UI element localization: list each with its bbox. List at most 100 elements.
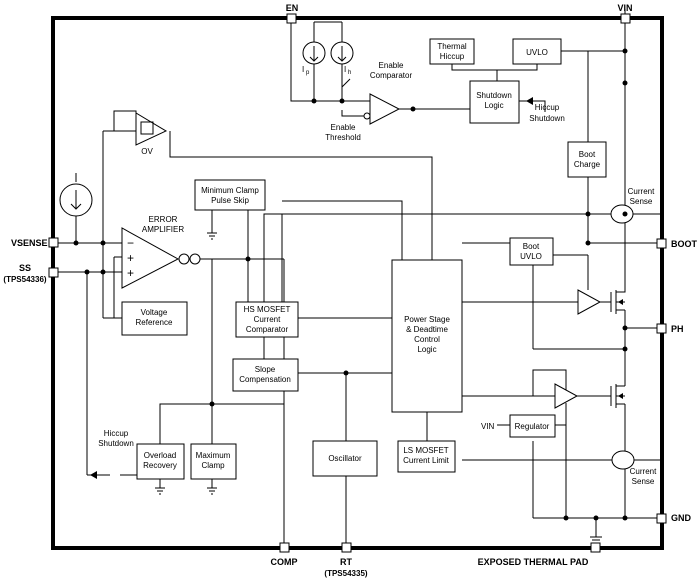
power-stage-line2: & Deadtime [406,325,448,334]
pin-ss-label: SS [19,263,31,273]
ic-outline [51,16,664,550]
oscillator-block: Oscillator [312,440,378,477]
current-sense-top-line2: Sense [630,197,653,206]
boot-uvlo-line1: Boot [523,242,540,251]
hiccup-arrow-head [90,471,97,479]
pin-comp-label: COMP [271,557,298,567]
error-amp-output-right [189,253,201,265]
current-sense-bottom-line2: Sense [632,477,655,486]
pin-vin-label: VIN [617,3,632,13]
power-stage-line3: Control [414,335,440,344]
voltage-reference-line2: Reference [136,318,173,327]
enable-threshold-line1: Enable [331,123,356,132]
hs-driver-triangle [577,289,602,315]
thermal-hiccup-line2: Hiccup [440,52,465,61]
ip-label: I [302,65,304,74]
error-amp-plus1: + [127,251,134,265]
slope-comp-line1: Slope [255,365,276,374]
current-source-vsense [59,183,93,217]
uvlo-label: UVLO [526,48,548,57]
power-stage-block: Power Stage & Deadtime Control Logic [391,259,463,413]
voltage-reference-line1: Voltage [141,308,168,317]
ip-sub: p [306,70,310,76]
hiccup-shutdown-top-line2: Shutdown [529,114,565,123]
error-amp-minus: − [127,236,134,250]
enable-threshold-line2: Threshold [325,133,361,142]
hs-comparator-block: HS MOSFET Current Comparator [235,301,299,338]
pin-gnd-label: GND [671,513,692,523]
current-source-ih [330,41,354,65]
pin-boot-label: BOOT [671,239,698,249]
boot-charge-line1: Boot [579,150,596,159]
error-amp-line1: ERROR [149,215,178,224]
ls-mosfet [610,384,625,408]
overload-recovery-block: Overload Recovery [136,443,185,480]
current-source-ip [302,41,326,65]
shutdown-logic-line1: Shutdown [476,91,512,100]
pin-en-label: EN [286,3,299,13]
current-sense-bottom [611,450,635,470]
regulator-block: Regulator [509,414,556,438]
error-amp-plus2: + [127,266,134,280]
ls-limit-line1: LS MOSFET [403,446,448,455]
max-clamp-line2: Clamp [201,461,225,470]
pin-vsense: VSENSE [11,237,59,248]
pin-ph-label: PH [671,324,684,334]
boot-charge-line2: Charge [574,160,601,169]
regulator-label: Regulator [515,422,550,431]
pin-ss: SS (TPS54336) [3,263,59,284]
ov-label: OV [141,147,153,156]
ls-limit-line2: Current Limit [403,456,450,465]
thermal-hiccup-line1: Thermal [437,42,467,51]
thermal-hiccup-block: Thermal Hiccup [429,38,475,65]
pin-ph: PH [656,323,684,334]
error-amp-output-left [178,253,190,265]
shutdown-logic-line2: Logic [484,101,503,110]
pin-boot: BOOT [656,238,698,249]
ground-symbols [155,232,602,544]
hiccup-shutdown-bottom-line1: Hiccup [104,429,129,438]
error-amplifier-triangle [121,227,180,289]
overload-line2: Recovery [143,461,177,470]
pin-ss-variant: (TPS54336) [3,275,46,284]
uvlo-block: UVLO [512,38,562,65]
boot-uvlo-line2: UVLO [520,252,542,261]
enable-threshold-bubble [363,112,371,120]
max-clamp-line1: Maximum [196,451,231,460]
pin-rt-variant: (TPS54335) [324,569,367,578]
min-clamp-line2: Pulse Skip [211,196,249,205]
slope-comp-line2: Compensation [239,375,291,384]
regulator-vin-label: VIN [481,422,495,431]
boot-charge-block: Boot Charge [567,141,607,178]
boot-uvlo-block: Boot UVLO [509,237,554,266]
hs-comparator-line2: Current [254,315,281,324]
hs-comparator-line1: HS MOSFET [244,305,291,314]
ls-current-limit-block: LS MOSFET Current Limit [397,440,456,473]
hiccup-top-arrow-head [526,97,533,105]
junction-dots [73,48,628,521]
oscillator-label: Oscillator [328,454,362,463]
pin-en: EN [286,3,299,24]
slope-compensation-block: Slope Compensation [232,358,299,392]
power-stage-line4: Logic [417,345,436,354]
hiccup-shutdown-top-line1: Hiccup [535,103,560,112]
pin-gnd: GND [656,513,692,524]
min-clamp-block: Minimum Clamp Pulse Skip [194,179,266,211]
pin-vin: VIN [617,3,633,24]
enable-comparator-line2: Comparator [370,71,413,80]
pin-vsense-label: VSENSE [11,238,48,248]
maximum-clamp-block: Maximum Clamp [190,443,237,480]
shutdown-logic-block: Shutdown Logic [469,80,520,124]
min-clamp-line1: Minimum Clamp [201,186,259,195]
hiccup-shutdown-bottom-line2: Shutdown [98,439,134,448]
pin-rt: RT (TPS54335) [324,542,368,578]
pin-comp: COMP [271,542,298,567]
enable-comparator-line1: Enable [379,61,404,70]
overload-line1: Overload [144,451,176,460]
ih-sub: h [348,70,351,76]
hs-comparator-line3: Comparator [246,325,289,334]
wiring [55,9,661,545]
ls-driver-triangle [554,383,579,409]
enable-comparator-triangle [369,93,401,125]
